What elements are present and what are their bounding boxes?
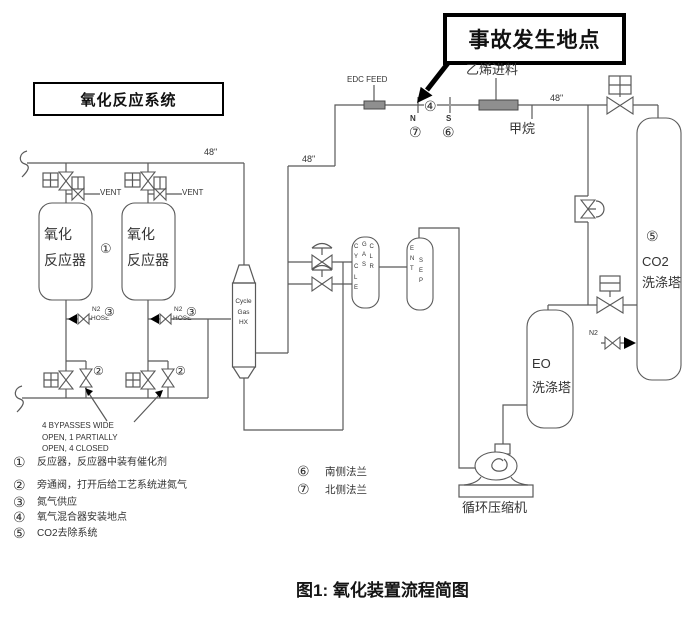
legend-text: CO2去除系统 xyxy=(37,528,98,539)
cycle-gas-clr-label: G A S xyxy=(362,242,367,269)
marker-2-bypass: ② xyxy=(93,364,104,378)
n2-label: N2 xyxy=(589,330,598,337)
legend-num: ③ xyxy=(13,494,26,510)
recycle-compressor xyxy=(458,443,534,498)
hose-label: HOSE xyxy=(91,315,110,322)
marker-7-north-flange: ⑦ xyxy=(409,124,422,140)
co2-lower-actuated-valve xyxy=(596,275,624,314)
bypass-note-arrows xyxy=(85,388,163,423)
ent-sep-label: E N T xyxy=(410,246,415,273)
compressor-label: 循环压缩机 xyxy=(462,500,528,515)
legend-text: 北侧法兰 xyxy=(325,484,367,496)
marker-6-south-flange: ⑥ xyxy=(442,124,455,140)
ethylene-feed-sparger xyxy=(478,99,519,111)
legend-text: 反应器，反应器中装有催化剂 xyxy=(37,457,167,468)
eo-scrubber-vessel xyxy=(526,309,574,429)
reactor-1-label: 氧化 反应器 xyxy=(44,226,86,268)
cycle-gas-clr-label: C Y C L E xyxy=(354,244,359,291)
ethylene-feed-label: 乙烯进料 xyxy=(466,62,519,77)
cycle-gas-hx-vessel xyxy=(231,264,257,379)
legend-num: ⑥ xyxy=(297,463,310,479)
oxidation-reactor-1-vessel xyxy=(38,202,93,301)
ent-sep-label: S E P xyxy=(419,258,424,285)
hose-label: HOSE xyxy=(173,315,192,322)
eo-scrubber-label: EO 洗涤塔 xyxy=(532,356,572,395)
n2-label: N2 xyxy=(174,306,183,313)
entrainment-separator-vessel xyxy=(406,237,434,311)
cycle-gas-hx-label: Cycle Gas HX xyxy=(235,298,252,326)
co2-top-actuated-valve xyxy=(606,75,634,116)
n2-label: N2 xyxy=(92,306,101,313)
marker-1-reactor: ① xyxy=(100,241,112,256)
reactor-outlet-valves xyxy=(43,370,157,390)
north-flange-tag: N xyxy=(410,114,416,123)
clr-control-valves xyxy=(311,242,333,293)
system-title-box: 氧化反应系统 xyxy=(33,82,224,116)
marker-3-n2: ③ xyxy=(186,305,197,319)
edc-feed-label: EDC FEED xyxy=(347,75,388,84)
bypass-valves xyxy=(78,368,176,388)
marker-2-bypass: ② xyxy=(175,364,186,378)
methane-label: 甲烷 xyxy=(509,121,536,136)
legend-text: 氮气供应 xyxy=(37,497,77,508)
figure-caption: 图1: 氧化装置流程简图 xyxy=(296,581,469,600)
pipe-size-label: 48" xyxy=(302,154,316,164)
bypass-note: 4 BYPASSES WIDE OPEN, 1 PARTIALLY OPEN, … xyxy=(42,421,118,454)
reactor-2-label: 氧化 反应器 xyxy=(127,226,169,268)
accident-location-callout: 事故发生地点 xyxy=(443,13,626,65)
cycle-gas-clr-vessel xyxy=(351,236,380,309)
legend-text: 氧气混合器安装地点 xyxy=(37,512,127,523)
marker-5-co2: ⑤ xyxy=(646,228,659,244)
south-flange-tag: S xyxy=(446,114,452,123)
vent-label: VENT xyxy=(100,188,122,197)
pipe-size-label: 48" xyxy=(204,147,218,157)
legend-text: 旁通阀，打开后给工艺系统进氮气 xyxy=(37,480,187,491)
vent-valves xyxy=(71,176,167,202)
co2-scrubber-vessel xyxy=(636,117,682,381)
legend-num: ④ xyxy=(13,509,26,525)
pipe-size-label: 48" xyxy=(550,93,564,103)
legend-num: ⑦ xyxy=(297,481,310,497)
n2-hose-valves xyxy=(68,312,172,326)
legend-num: ① xyxy=(13,454,26,470)
co2-scrubber-label: CO2 洗涤塔 xyxy=(642,254,682,290)
legend-text: 南侧法兰 xyxy=(325,466,367,478)
edc-feed-sparger xyxy=(363,100,386,110)
legend-num: ⑤ xyxy=(13,525,26,541)
reactor-inlet-valves xyxy=(42,171,157,191)
vent-label: VENT xyxy=(182,188,204,197)
n2-injection-valve xyxy=(604,335,636,351)
cycle-gas-clr-label: C L R xyxy=(369,244,374,271)
marker-4-mixer: ④ xyxy=(424,98,437,114)
marker-3-n2: ③ xyxy=(104,305,115,319)
legend-num: ② xyxy=(13,477,26,493)
bypass-control-valve xyxy=(574,195,605,223)
oxidation-reactor-2-vessel xyxy=(121,202,176,301)
